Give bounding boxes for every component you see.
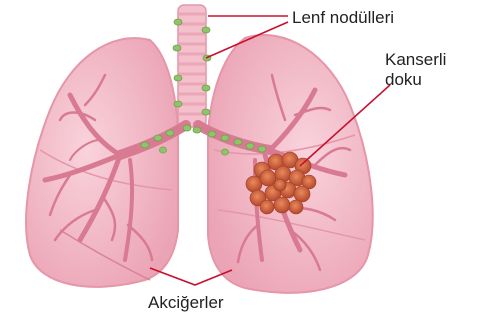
label-lymph-nodes: Lenf nodülleri xyxy=(292,8,394,28)
label-cancer-line1: Kanserli xyxy=(385,50,446,70)
label-lungs: Akciğerler xyxy=(148,293,224,313)
label-cancer-tissue: Kanserli doku xyxy=(385,50,446,90)
trachea xyxy=(178,5,206,127)
label-cancer-line2: doku xyxy=(385,70,446,90)
